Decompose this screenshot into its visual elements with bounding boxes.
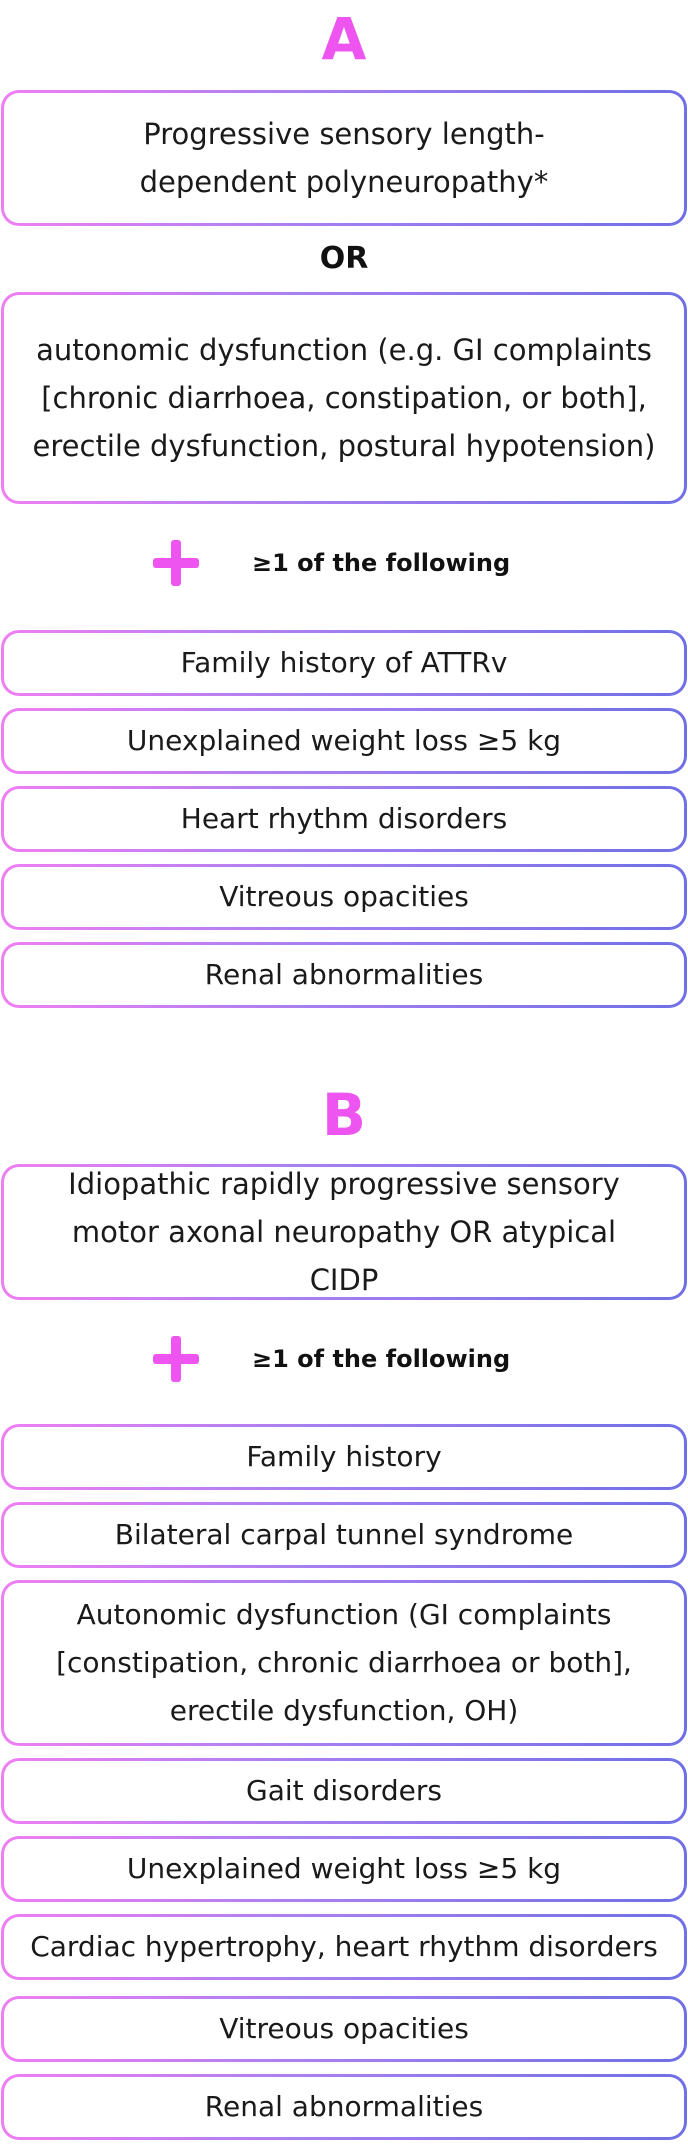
section-a-item-text: Heart rhythm disorders bbox=[180, 802, 508, 835]
section-b-item: Bilateral carpal tunnel syndrome bbox=[1, 1502, 687, 1568]
section-a-plus-row: ≥1 of the following bbox=[0, 540, 688, 590]
section-b-item-text: Autonomic dysfunction (GI complaints [co… bbox=[56, 1598, 632, 1727]
plus-icon bbox=[153, 540, 199, 586]
section-b-item: Gait disorders bbox=[1, 1758, 687, 1824]
section-b-item: Family history bbox=[1, 1424, 687, 1490]
section-b-plus-row: ≥1 of the following bbox=[0, 1336, 688, 1386]
section-a-or-label: OR bbox=[319, 241, 369, 276]
section-a-item-text: Vitreous opacities bbox=[219, 880, 469, 913]
section-b-letter: B bbox=[321, 1081, 367, 1149]
section-b-item: Renal abnormalities bbox=[1, 2074, 687, 2140]
section-a-item: Vitreous opacities bbox=[1, 864, 687, 930]
section-b-main-criterion: Idiopathic rapidly progressive sensory m… bbox=[1, 1164, 687, 1300]
section-a-letter: A bbox=[321, 5, 367, 73]
section-b-main-criterion-text: Idiopathic rapidly progressive sensory m… bbox=[68, 1167, 620, 1297]
section-b-item: Autonomic dysfunction (GI complaints [co… bbox=[1, 1580, 687, 1746]
section-b-item-text: Gait disorders bbox=[246, 1774, 442, 1807]
section-a-item: Family history of ATTRv bbox=[1, 630, 687, 696]
section-b-item-text: Unexplained weight loss ≥5 kg bbox=[126, 1852, 562, 1885]
section-b-item: Vitreous opacities bbox=[1, 1996, 687, 2062]
section-b-item-text: Renal abnormalities bbox=[204, 2090, 484, 2123]
section-a-main-criterion-text: Progressive sensory length-dependent pol… bbox=[139, 117, 549, 199]
section-b-item-text: Cardiac hypertrophy, heart rhythm disord… bbox=[30, 1930, 658, 1963]
section-a-item-text: Renal abnormalities bbox=[204, 958, 484, 991]
section-a-item: Heart rhythm disorders bbox=[1, 786, 687, 852]
section-a-item: Unexplained weight loss ≥5 kg bbox=[1, 708, 687, 774]
section-b-item-text: Bilateral carpal tunnel syndrome bbox=[114, 1518, 574, 1551]
section-a-item: Renal abnormalities bbox=[1, 942, 687, 1008]
section-b-plus-text: ≥1 of the following bbox=[252, 1345, 511, 1373]
section-b-item-text: Vitreous opacities bbox=[219, 2012, 469, 2045]
section-a-main-criterion: Progressive sensory length-dependent pol… bbox=[1, 90, 687, 226]
section-b-item-text: Family history bbox=[246, 1440, 442, 1473]
section-a-item-text: Unexplained weight loss ≥5 kg bbox=[126, 724, 562, 757]
section-a-alternative-criterion: autonomic dysfunction (e.g. GI complaint… bbox=[1, 292, 687, 504]
section-a-alternative-criterion-text: autonomic dysfunction (e.g. GI complaint… bbox=[32, 333, 656, 463]
section-b-item: Cardiac hypertrophy, heart rhythm disord… bbox=[1, 1914, 687, 1980]
plus-icon bbox=[153, 1336, 199, 1382]
section-a-plus-text: ≥1 of the following bbox=[252, 549, 511, 577]
section-a-item-text: Family history of ATTRv bbox=[180, 646, 508, 679]
section-b-item: Unexplained weight loss ≥5 kg bbox=[1, 1836, 687, 1902]
